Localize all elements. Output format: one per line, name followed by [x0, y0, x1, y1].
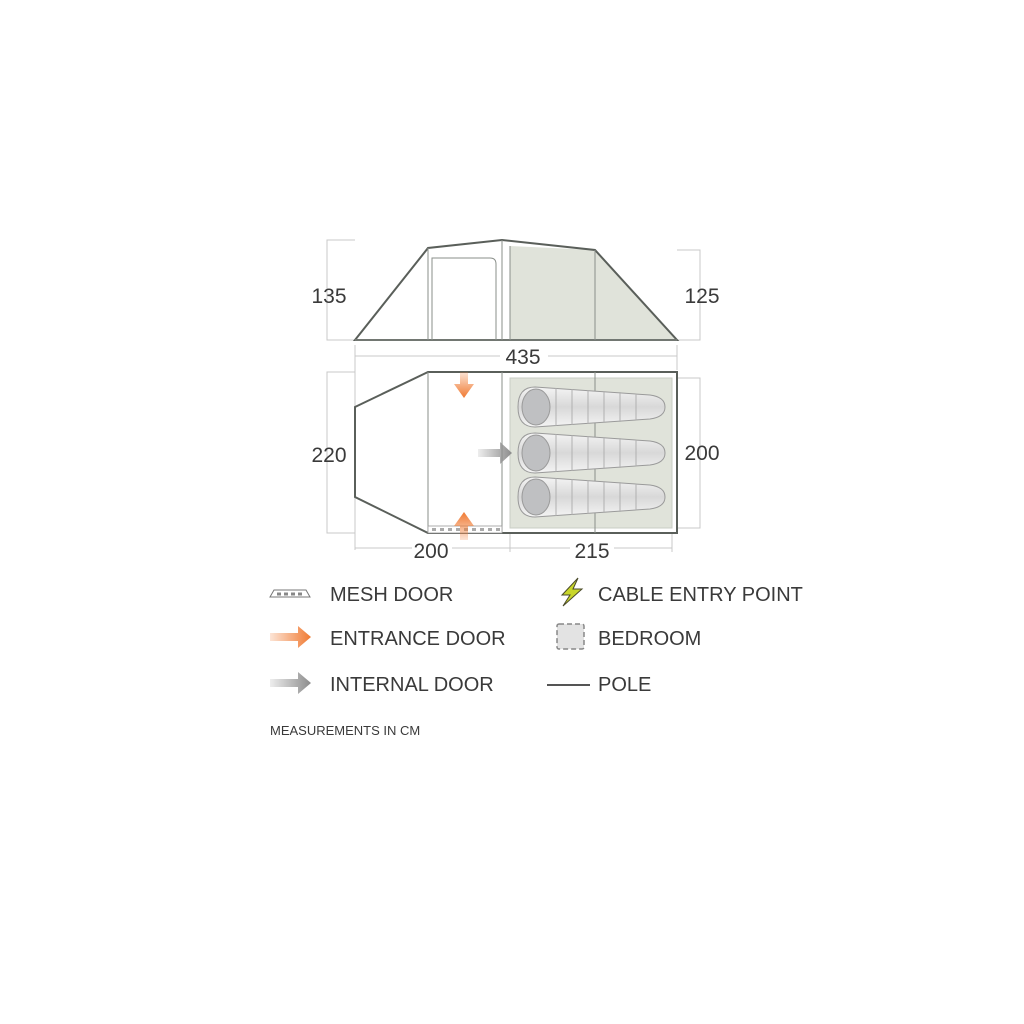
entrance-door-arrow-top: [454, 372, 474, 398]
internal-door-icon: [270, 672, 311, 694]
entrance-door-icon: [270, 626, 311, 648]
sleeping-bag: [517, 386, 666, 428]
lightning-icon: [560, 577, 584, 607]
legend-entrance-door: ENTRANCE DOOR: [330, 628, 506, 650]
dim-plan-right-width: 200: [684, 442, 719, 465]
legend-pole: POLE: [598, 674, 651, 696]
entrance-door-arrow-bottom: [454, 512, 474, 540]
sleeping-bags: [517, 386, 666, 518]
dim-living-length: 200: [413, 540, 448, 563]
dim-side-left-height: 135: [311, 285, 346, 308]
dim-total-length: 435: [505, 346, 540, 369]
plan-view: [326, 371, 701, 552]
mesh-door-icon: [269, 589, 311, 598]
internal-door-arrow: [478, 442, 512, 464]
dim-bedroom-length: 215: [574, 540, 609, 563]
legend-mesh-door: MESH DOOR: [330, 584, 453, 606]
bedroom-icon: [556, 623, 585, 650]
sleeping-bag: [517, 476, 666, 518]
dim-side-right-height: 125: [684, 285, 719, 308]
dim-plan-left-width: 220: [311, 444, 346, 467]
measurements-note: MEASUREMENTS IN CM: [270, 723, 420, 738]
sleeping-bag: [517, 432, 666, 474]
side-view: [326, 238, 701, 341]
legend-bedroom: BEDROOM: [598, 628, 701, 650]
legend: MESH DOOR ENTRANCE DOOR INTERNAL DOOR CA…: [269, 577, 803, 738]
legend-cable-entry: CABLE ENTRY POINT: [598, 584, 803, 606]
legend-internal-door: INTERNAL DOOR: [330, 674, 494, 696]
